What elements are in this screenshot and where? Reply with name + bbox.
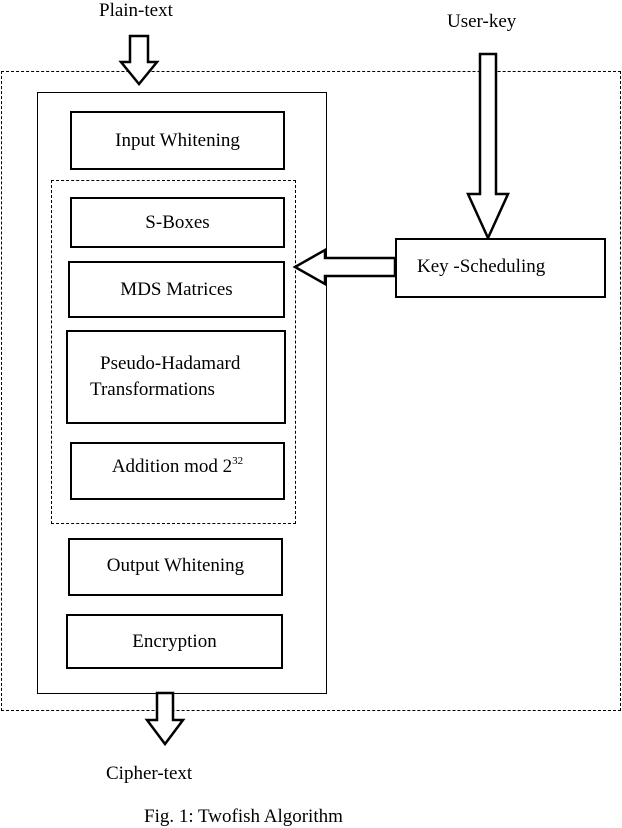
addition-base: Addition mod 2 — [111, 456, 233, 478]
key-schedule-arrow — [292, 247, 397, 287]
cipher-block-frame — [37, 92, 327, 694]
s-boxes-box: S-Boxes — [70, 197, 285, 248]
cipher-text-arrow — [144, 691, 186, 747]
pseudo-hadamard-box: Pseudo-Hadamard Transformations — [66, 330, 286, 424]
addition-exponent: 32 — [232, 455, 244, 468]
figure-caption: Fig. 1: Twofish Algorithm — [144, 806, 343, 827]
round-function-group — [51, 180, 296, 524]
key-scheduling-box: Key -Scheduling — [395, 238, 606, 298]
input-whitening-box: Input Whitening — [70, 111, 285, 170]
output-whitening-box: Output Whitening — [68, 538, 283, 596]
pht-line-1: Pseudo-Hadamard — [100, 353, 241, 375]
user-key-label: User-key — [447, 11, 517, 32]
addition-mod-text: Addition mod 232 — [112, 454, 243, 480]
mds-matrices-box: MDS Matrices — [68, 261, 285, 318]
encryption-box: Encryption — [66, 614, 283, 669]
outer-dashed-boundary — [1, 71, 621, 711]
plain-text-arrow — [118, 34, 160, 86]
pht-line-2: Transformations — [90, 379, 215, 400]
cipher-text-label: Cipher-text — [106, 763, 193, 784]
plain-text-label: Plain-text — [99, 0, 173, 21]
addition-mod-box: Addition mod 232 — [70, 442, 285, 500]
user-key-arrow — [466, 52, 510, 242]
